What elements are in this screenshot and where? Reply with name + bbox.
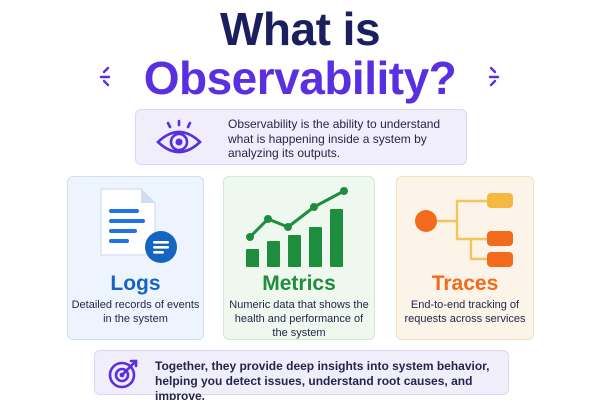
page-title-line2: Observability? — [143, 52, 457, 104]
metrics-card: Metrics Numeric data that shows the heal… — [223, 176, 375, 340]
target-icon — [108, 359, 138, 389]
trace-tree-icon — [415, 193, 513, 267]
logs-card: Logs Detailed records of events in the s… — [67, 176, 204, 340]
logs-title: Logs — [110, 272, 161, 295]
metrics-description: Numeric data that shows the health and p… — [229, 299, 369, 339]
document-icon — [100, 188, 177, 263]
metrics-title: Metrics — [262, 272, 336, 295]
sparkle-left-icon — [99, 66, 111, 87]
definition-text: Observability is the ability to understa… — [228, 117, 441, 160]
summary-box: Together, they provide deep insights int… — [94, 350, 509, 400]
summary-text: Together, they provide deep insights int… — [155, 359, 490, 400]
traces-title: Traces — [431, 272, 499, 295]
definition-box: Observability is the ability to understa… — [135, 109, 467, 165]
logs-description: Detailed records of events in the system — [71, 299, 200, 325]
traces-card: Traces End-to-end tracking of requests a… — [396, 176, 534, 340]
traces-description: End-to-end tracking of requests across s… — [404, 299, 526, 325]
page-title-line1: What is — [219, 3, 381, 55]
bar-chart-icon — [246, 187, 348, 267]
sparkle-right-icon — [488, 66, 500, 87]
eye-icon — [156, 119, 202, 154]
